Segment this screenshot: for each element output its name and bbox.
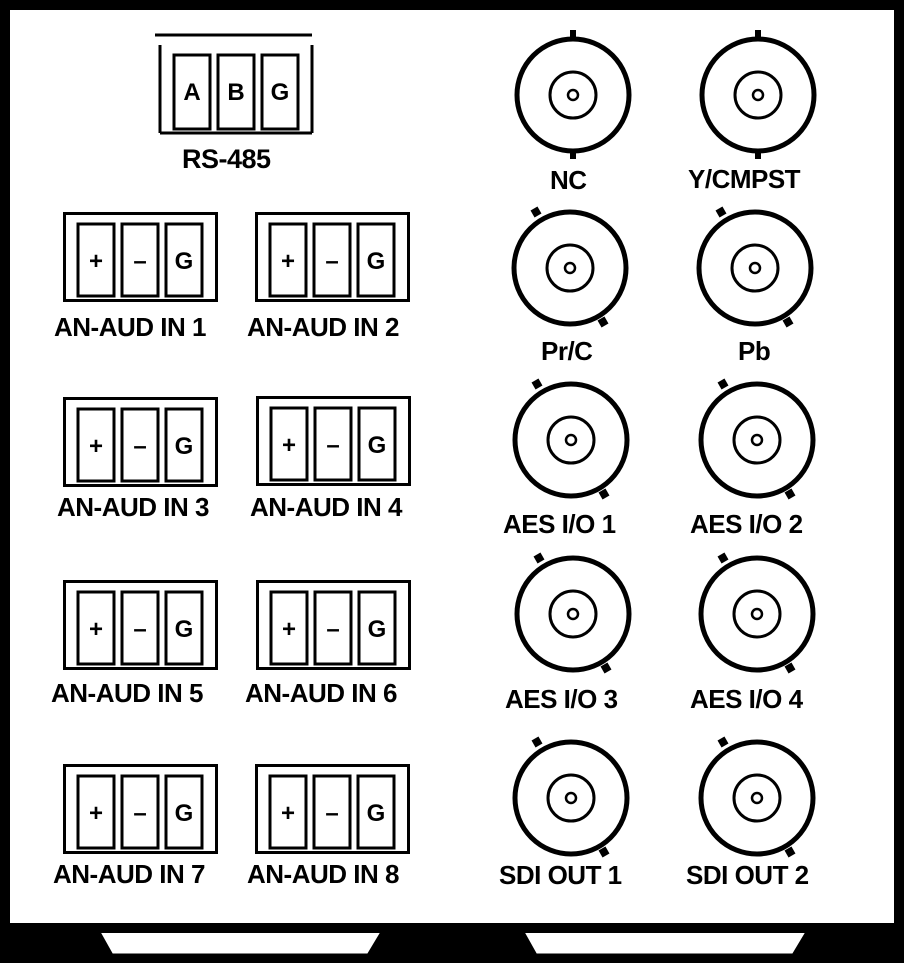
left-mounting-foot [92,930,389,963]
audio-input-terminal-5[interactable]: + –G [63,580,218,670]
audio-input-label-3: AN-AUD IN 3 [57,492,209,522]
audio-pin-minus: – [325,248,339,275]
bnc-label-6: AES I/O 2 [690,509,803,539]
bnc-connector-8[interactable] [691,548,823,680]
rs485-label: RS-485 [182,144,271,174]
audio-pin-plus: + [88,433,103,460]
rs485-pin-g: G [270,79,290,106]
audio-pin-minus: – [325,800,339,827]
audio-pin-minus: – [133,248,147,275]
audio-pin-plus: + [88,248,103,275]
audio-input-label-5: AN-AUD IN 5 [51,678,203,708]
audio-input-label-8: AN-AUD IN 8 [247,859,399,889]
bnc-connector-4[interactable] [689,202,821,334]
audio-input-terminal-3[interactable]: + –G [63,397,218,487]
audio-input-label-1: AN-AUD IN 1 [54,312,206,342]
rs485-pin-a: A [183,79,201,106]
audio-pin-plus: + [280,248,295,275]
audio-input-terminal-2[interactable]: + –G [255,212,410,302]
bnc-label-9: SDI OUT 1 [499,860,622,890]
audio-pin-ground: G [174,800,194,827]
bnc-connector-3[interactable] [504,202,636,334]
audio-input-label-4: AN-AUD IN 4 [250,492,402,522]
bnc-label-5: AES I/O 1 [503,509,616,539]
bnc-label-2: Y/CMPST [688,164,801,194]
bnc-connector-5[interactable] [505,374,637,506]
audio-input-terminal-8[interactable]: + –G [255,764,410,854]
audio-pin-plus: + [281,616,296,643]
audio-pin-ground: G [174,248,194,275]
audio-pin-plus: + [88,616,103,643]
bnc-label-4: Pb [738,336,771,366]
audio-pin-minus: – [133,800,147,827]
audio-input-label-6: AN-AUD IN 6 [245,678,397,708]
audio-pin-minus: – [326,432,340,459]
audio-input-terminal-1[interactable]: + –G [63,212,218,302]
bnc-connector-9[interactable] [505,732,637,864]
bnc-label-8: AES I/O 4 [690,684,803,714]
bnc-label-1: NC [550,165,587,195]
audio-pin-ground: G [174,616,194,643]
bnc-connector-7[interactable] [507,548,639,680]
audio-pin-ground: G [367,432,387,459]
audio-input-terminal-7[interactable]: + –G [63,764,218,854]
bnc-connector-2[interactable] [692,29,824,161]
audio-pin-ground: G [366,800,386,827]
rs485-connector[interactable]: A B G [160,45,312,133]
audio-input-terminal-6[interactable]: + –G [256,580,411,670]
audio-input-terminal-4[interactable]: + –G [256,396,411,486]
audio-pin-plus: + [280,800,295,827]
audio-pin-plus: + [281,432,296,459]
audio-pin-minus: – [133,616,147,643]
bnc-label-10: SDI OUT 2 [686,860,809,890]
audio-pin-plus: + [88,800,103,827]
right-mounting-foot [516,930,814,963]
audio-pin-ground: G [367,616,387,643]
bnc-label-3: Pr/C [541,336,593,366]
rs485-pin-b: B [227,79,245,106]
audio-input-label-2: AN-AUD IN 2 [247,312,399,342]
bnc-connector-6[interactable] [691,374,823,506]
audio-pin-ground: G [366,248,386,275]
audio-input-label-7: AN-AUD IN 7 [53,859,205,889]
bnc-connector-1[interactable] [507,29,639,161]
audio-pin-minus: – [133,433,147,460]
audio-pin-minus: – [326,616,340,643]
bnc-connector-10[interactable] [691,732,823,864]
audio-pin-ground: G [174,433,194,460]
bnc-label-7: AES I/O 3 [505,684,618,714]
